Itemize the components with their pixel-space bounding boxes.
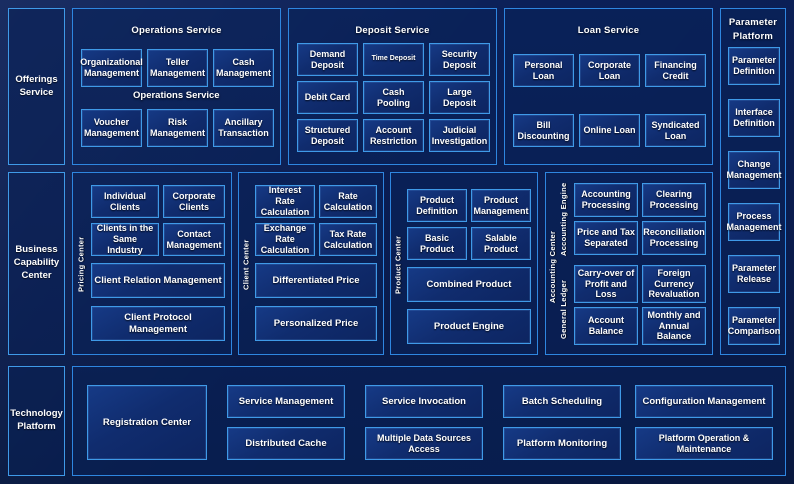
box-judicial-investigation[interactable]: Judicial Investigation [429,119,490,152]
box-contact-management[interactable]: Contact Management [163,223,225,256]
group-title-operations-service: Operations Service [131,25,222,36]
vlabel-accounting-engine: Accounting Engine [559,182,568,256]
box-exchange-rate-calculation[interactable]: Exchange Rate Calculation [255,223,315,256]
box-distributed-cache[interactable]: Distributed Cache [227,427,345,460]
box-parameter-comparison[interactable]: Parameter Comparison [728,307,780,345]
box-cash-pooling[interactable]: Cash Pooling [363,81,424,114]
box-time-deposit[interactable]: Time Deposit [363,43,424,76]
box-debit-card[interactable]: Debit Card [297,81,358,114]
box-product-management[interactable]: Product Management [471,189,531,222]
box-account-balance[interactable]: Account Balance [574,307,638,345]
group-operations-service[interactable]: Operations Service Organizational Manage… [72,8,281,165]
box-client-protocol-management[interactable]: Client Protocol Management [91,306,225,341]
box-personal-loan[interactable]: Personal Loan [513,54,574,87]
box-financing-credit[interactable]: Financing Credit [645,54,706,87]
overlay-title-operations-service: Operations Service [133,90,220,101]
box-demand-deposit[interactable]: Demand Deposit [297,43,358,76]
box-large-deposit[interactable]: Large Deposit [429,81,490,114]
box-syndicated-loan[interactable]: Syndicated Loan [645,114,706,147]
box-clients-in-the-same-industry[interactable]: Clients in the Same Industry [91,223,159,256]
group-pricing-center[interactable]: Pricing Center Individual Clients Corpor… [72,172,232,355]
row-label-technology-platform: Technology Platform [8,366,65,476]
box-parameter-definition[interactable]: Parameter Definition [728,47,780,85]
box-rate-calculation[interactable]: Rate Calculation [319,185,377,218]
box-account-restriction[interactable]: Account Restriction [363,119,424,152]
group-title-loan-service: Loan Service [577,25,640,36]
box-accounting-processing[interactable]: Accounting Processing [574,183,638,217]
box-ancillary-transaction[interactable]: Ancillary Transaction [213,109,274,147]
box-multiple-data-sources-access[interactable]: Multiple Data Sources Access [365,427,483,460]
box-online-loan[interactable]: Online Loan [579,114,640,147]
box-service-management[interactable]: Service Management [227,385,345,418]
vlabel-product-center: Product Center [393,235,403,294]
box-personalized-price[interactable]: Personalized Price [255,306,377,341]
box-configuration-management[interactable]: Configuration Management [635,385,773,418]
box-teller-management[interactable]: Teller Management [147,49,208,87]
box-corporate-loan[interactable]: Corporate Loan [579,54,640,87]
box-security-deposit[interactable]: Security Deposit [429,43,490,76]
box-risk-management[interactable]: Risk Management [147,109,208,147]
group-client-center[interactable]: Client Center Interest Rate Calculation … [238,172,384,355]
vlabel-general-ledger: General Ledger [559,279,568,339]
box-cash-management[interactable]: Cash Management [213,49,274,87]
box-basic-product[interactable]: Basic Product [407,227,467,260]
box-individual-clients[interactable]: Individual Clients [91,185,159,218]
box-service-invocation[interactable]: Service Invocation [365,385,483,418]
parameter-platform-title-line2: Platform [732,31,774,42]
group-title-deposit-service: Deposit Service [355,25,430,36]
box-reconciliation-processing[interactable]: Reconciliation Processing [642,221,706,255]
box-product-engine[interactable]: Product Engine [407,309,531,344]
box-registration-center[interactable]: Registration Center [87,385,207,460]
box-foreign-currency-revaluation[interactable]: Foreign Currency Revaluation [642,265,706,303]
box-tax-rate-calculation[interactable]: Tax Rate Calculation [319,223,377,256]
box-interest-rate-calculation[interactable]: Interest Rate Calculation [255,185,315,218]
box-platform-monitoring[interactable]: Platform Monitoring [503,427,621,460]
group-accounting-center[interactable]: Accounting Center Accounting Engine Gene… [545,172,713,355]
group-product-center[interactable]: Product Center Product Definition Produc… [390,172,538,355]
box-process-management[interactable]: Process Management [727,203,782,241]
group-loan-service[interactable]: Loan Service Personal Loan Corporate Loa… [504,8,713,165]
box-structured-deposit[interactable]: Structured Deposit [297,119,358,152]
box-bill-discounting[interactable]: Bill Discounting [513,114,574,147]
box-platform-operation-and-maintenance[interactable]: Platform Operation & Maintenance [635,427,773,460]
box-organizational-management[interactable]: Organizational Management [80,49,143,87]
row-label-offerings-service: Offerings Service [8,8,65,165]
row-label-business-capability-center: Business Capability Center [8,172,65,355]
box-carry-over-of-profit-and-loss[interactable]: Carry-over of Profit and Loss [574,265,638,303]
box-salable-product[interactable]: Salable Product [471,227,531,260]
row-label-offerings-service-text: Offerings Service [15,73,58,98]
box-parameter-release[interactable]: Parameter Release [728,255,780,293]
box-interface-definition[interactable]: Interface Definition [728,99,780,137]
parameter-platform-title-line1: Parameter [728,17,778,28]
box-change-management[interactable]: Change Management [727,151,782,189]
vlabel-pricing-center: Pricing Center [76,236,86,293]
row-label-business-capability-center-text: Business Capability Center [13,244,60,281]
box-monthly-and-annual-balance[interactable]: Monthly and Annual Balance [642,307,706,345]
box-client-relation-management[interactable]: Client Relation Management [91,263,225,298]
box-combined-product[interactable]: Combined Product [407,267,531,302]
group-deposit-service[interactable]: Deposit Service Demand Deposit Time Depo… [288,8,497,165]
box-product-definition[interactable]: Product Definition [407,189,467,222]
box-voucher-management[interactable]: Voucher Management [81,109,142,147]
box-differentiated-price[interactable]: Differentiated Price [255,263,377,298]
box-corporate-clients[interactable]: Corporate Clients [163,185,225,218]
group-parameter-platform[interactable]: Parameter Platform Parameter Definition … [720,8,786,355]
vlabel-client-center: Client Center [241,239,251,290]
box-batch-scheduling[interactable]: Batch Scheduling [503,385,621,418]
box-price-and-tax-separated[interactable]: Price and Tax Separated [574,221,638,255]
group-technology-platform[interactable]: Registration Center Service Management D… [72,366,786,476]
row-label-technology-platform-text: Technology Platform [10,408,63,432]
box-clearing-processing[interactable]: Clearing Processing [642,183,706,217]
vlabel-accounting-center: Accounting Center [548,230,557,304]
